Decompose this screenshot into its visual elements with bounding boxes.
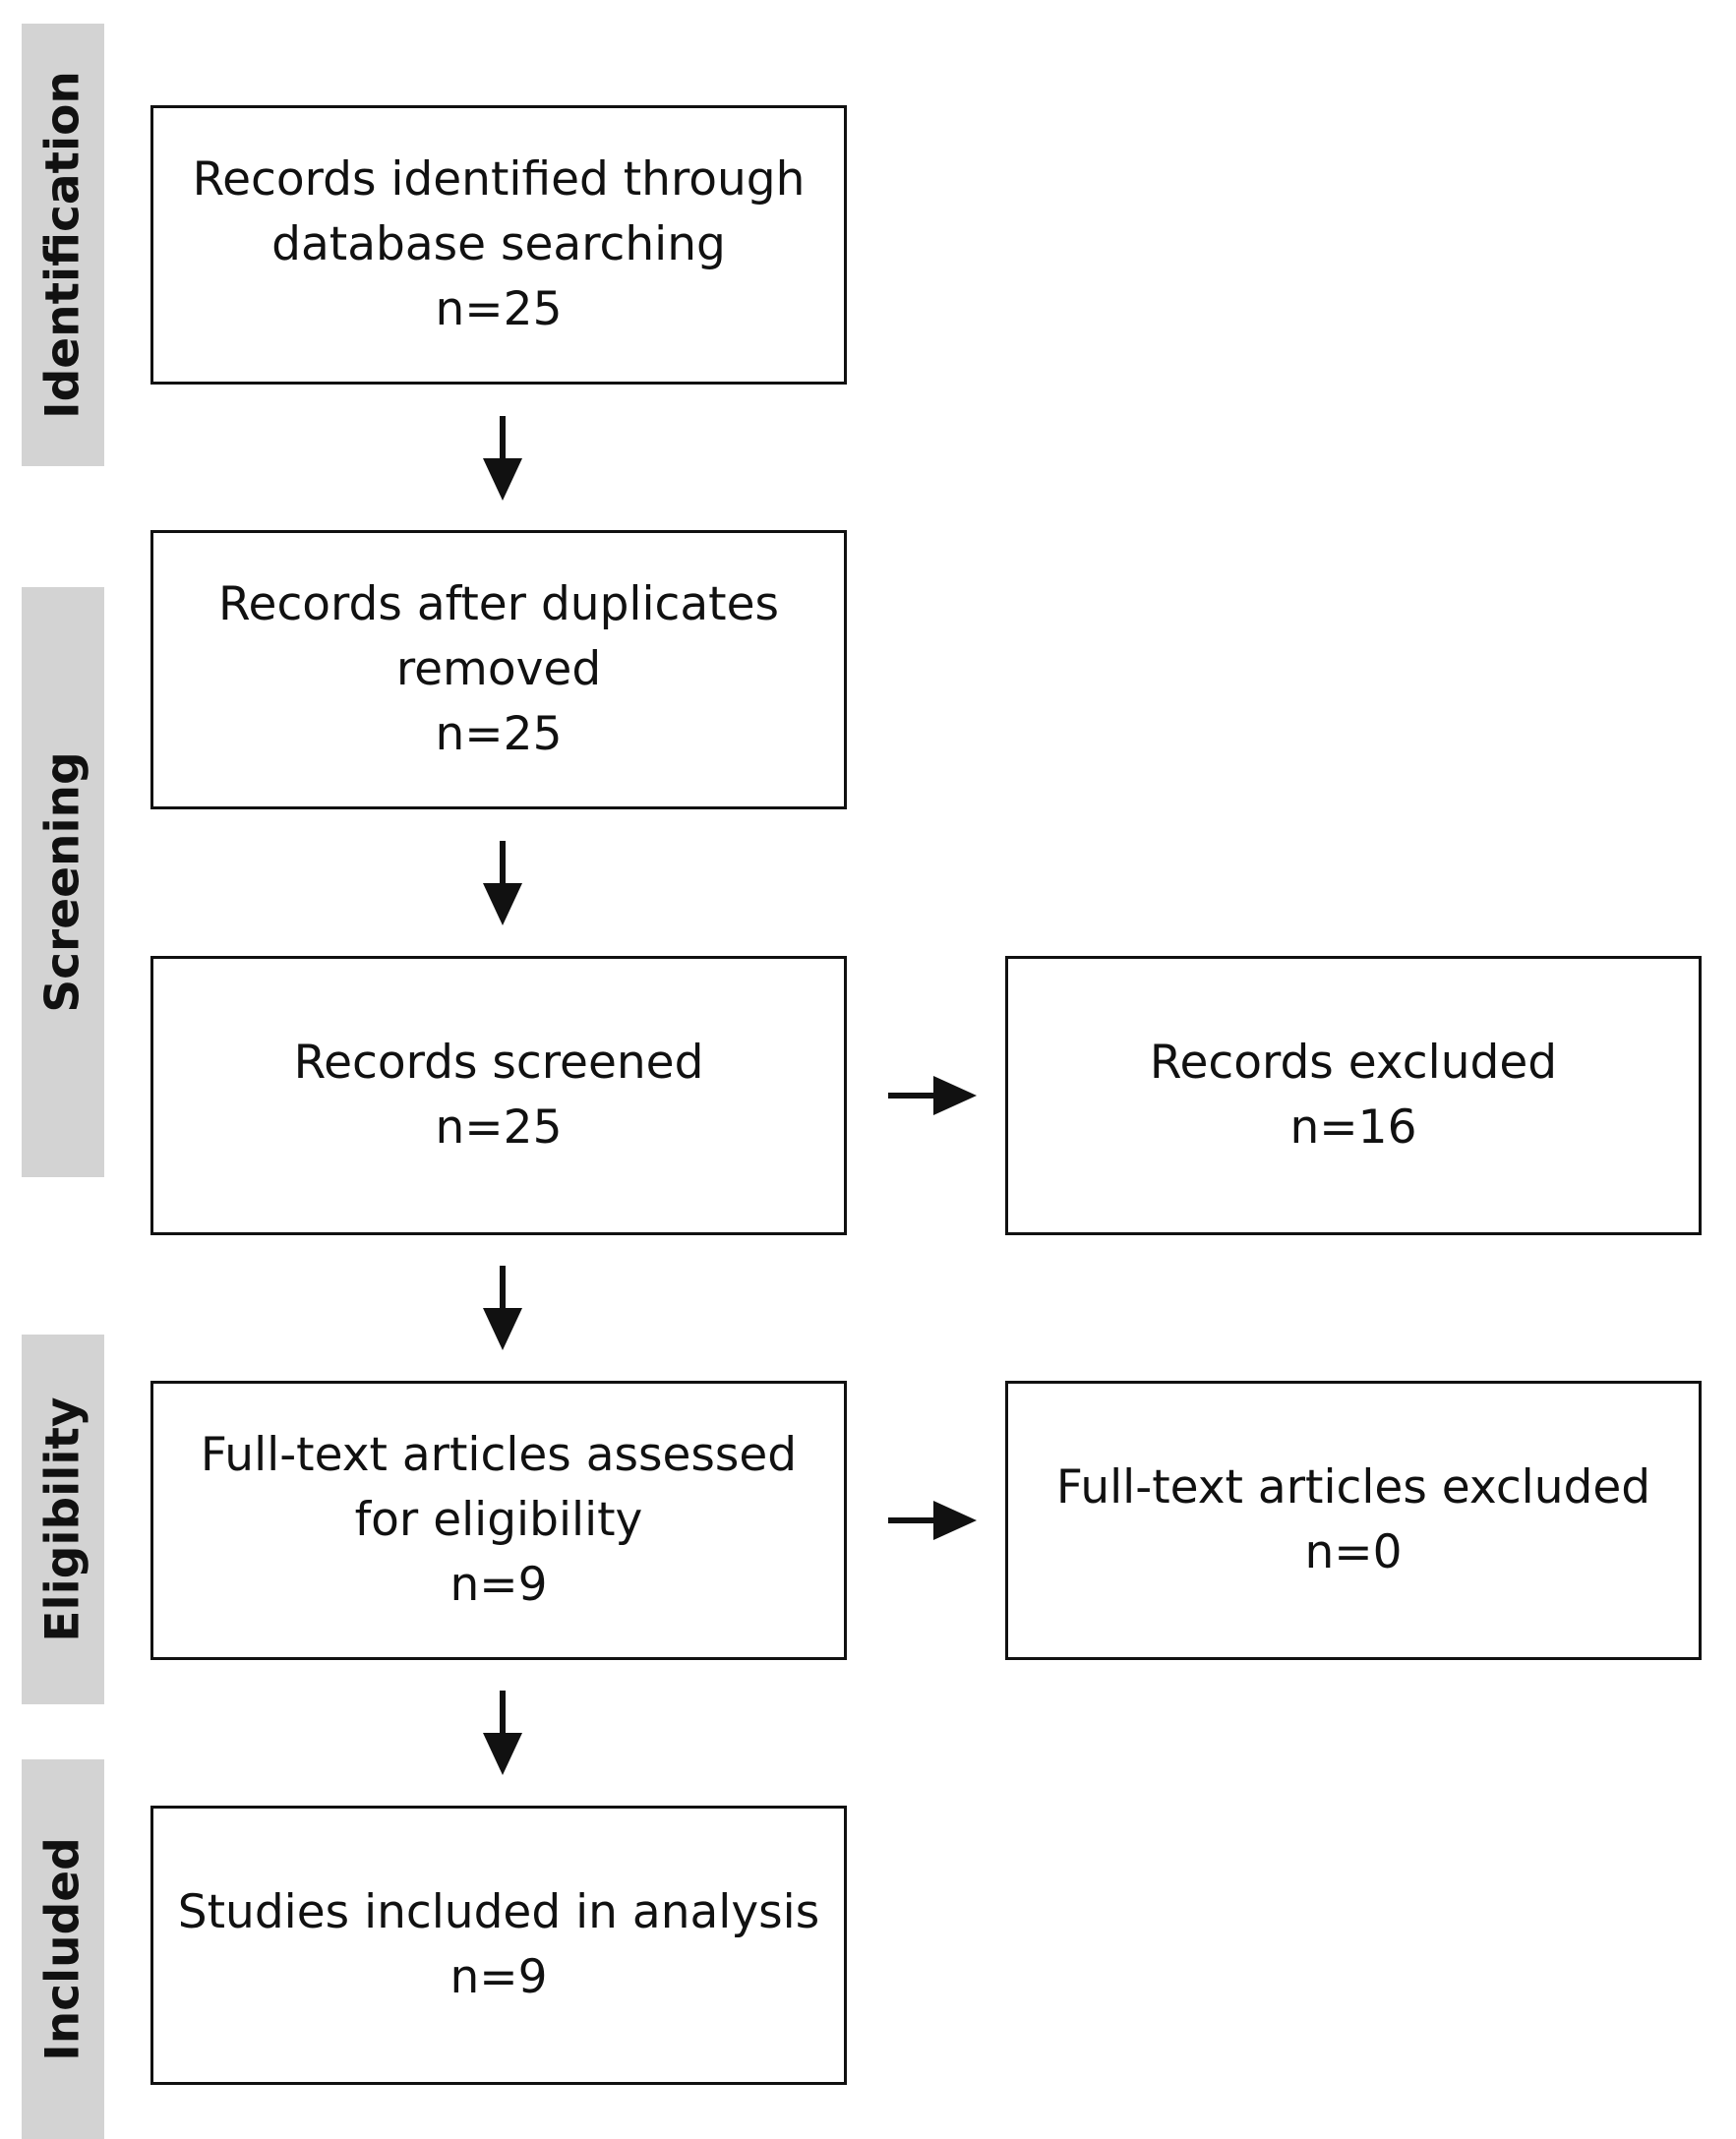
arrow-right-screened-to-excluded	[888, 1076, 977, 1115]
phase-bar-screening: Screening	[22, 587, 104, 1177]
box-records-identified-count: n=25	[435, 282, 563, 336]
box-studies-included-line1: Studies included in analysis	[177, 1885, 820, 1939]
box-full-text-excluded-line1: Full-text articles excluded	[1055, 1460, 1651, 1515]
phase-label-included: Included	[35, 1837, 90, 2061]
box-full-text-excluded-count: n=0	[1304, 1525, 1403, 1579]
arrow-down-identified-to-duplicates	[483, 416, 522, 501]
box-records-after-duplicates: Records after duplicates removed n=25	[150, 530, 847, 809]
box-records-screened-line1: Records screened	[293, 1036, 704, 1090]
box-records-after-duplicates-count: n=25	[435, 707, 563, 761]
box-records-after-duplicates-line1: Records after duplicates	[218, 577, 779, 631]
phase-bar-eligibility: Eligibility	[22, 1335, 104, 1704]
box-records-excluded: Records excluded n=16	[1005, 956, 1702, 1235]
box-records-excluded-count: n=16	[1289, 1100, 1417, 1155]
box-records-after-duplicates-line2: removed	[395, 642, 602, 696]
box-full-text-assessed: Full-text articles assessed for eligibil…	[150, 1381, 847, 1660]
arrow-down-assessed-to-included	[483, 1691, 522, 1775]
box-full-text-excluded: Full-text articles excluded n=0	[1005, 1381, 1702, 1660]
phase-label-screening: Screening	[35, 751, 90, 1013]
box-full-text-assessed-line1: Full-text articles assessed	[200, 1428, 798, 1482]
phase-label-eligibility: Eligibility	[35, 1396, 90, 1642]
phase-bar-included: Included	[22, 1759, 104, 2139]
arrow-right-assessed-to-fulltext-excluded	[888, 1501, 977, 1540]
box-full-text-assessed-line2: for eligibility	[354, 1493, 643, 1547]
box-records-screened: Records screened n=25	[150, 956, 847, 1235]
box-full-text-assessed-count: n=9	[449, 1558, 548, 1612]
arrow-down-duplicates-to-screened	[483, 841, 522, 925]
box-studies-included-count: n=9	[449, 1950, 548, 2004]
box-records-screened-count: n=25	[435, 1100, 563, 1155]
box-records-identified-line2: database searching	[271, 217, 726, 271]
box-records-identified-line1: Records identified through	[192, 152, 806, 207]
box-studies-included: Studies included in analysis n=9	[150, 1806, 847, 2085]
box-records-identified: Records identified through database sear…	[150, 105, 847, 385]
box-records-excluded-line1: Records excluded	[1149, 1036, 1558, 1090]
arrow-down-screened-to-assessed	[483, 1266, 522, 1350]
phase-bar-identification: Identification	[22, 24, 104, 466]
phase-label-identification: Identification	[35, 71, 90, 419]
